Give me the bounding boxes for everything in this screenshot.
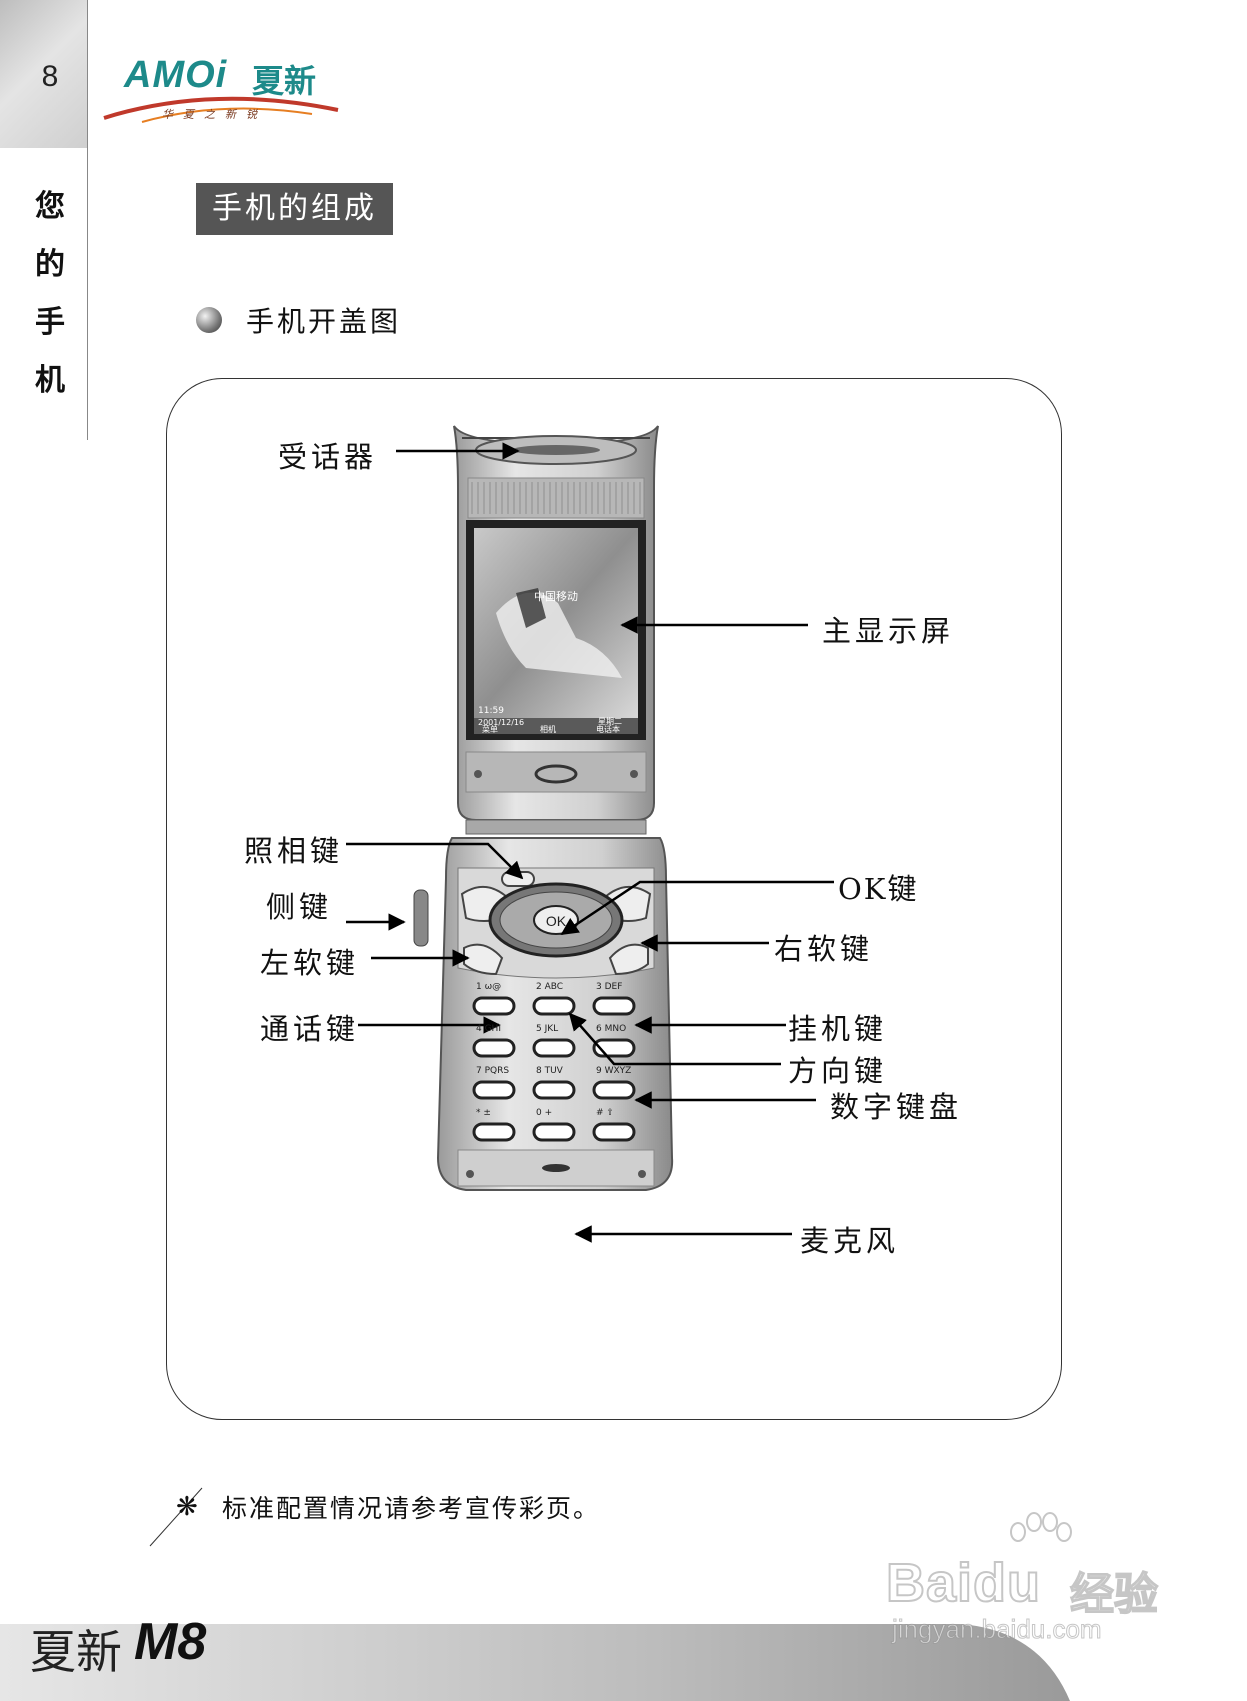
side-tab-char: 机 bbox=[35, 363, 65, 398]
side-tab-char: 的 bbox=[35, 247, 65, 282]
key-label: 3 DEF bbox=[596, 982, 623, 992]
baidu-watermark: Baidu 经验 jingyan.baidu.com bbox=[880, 1512, 1180, 1645]
key-label: 8 TUV bbox=[536, 1066, 563, 1076]
label-receiver: 受话器 bbox=[278, 440, 378, 474]
phone-illustration: OK bbox=[346, 425, 834, 1243]
screen-softkey-right: 电话本 bbox=[596, 725, 620, 734]
label-side-key: 侧键 bbox=[266, 890, 333, 924]
key-label: 2 ABC bbox=[536, 982, 564, 992]
screen-carrier: 中国移动 bbox=[534, 590, 578, 603]
key-label: 7 PQRS bbox=[476, 1066, 510, 1076]
earpiece-slot bbox=[512, 445, 600, 455]
label-main-display: 主显示屏 bbox=[822, 614, 955, 648]
page-number-box bbox=[0, 0, 88, 148]
section-title: 手机的组成 bbox=[196, 183, 393, 235]
footer-model: M8 bbox=[134, 1613, 207, 1671]
label-ok-key: OK键 bbox=[838, 872, 919, 906]
bullet-icon bbox=[196, 307, 222, 333]
brand-emblem bbox=[534, 764, 578, 784]
footnote-text: 标准配置情况请参考宣传彩页。 bbox=[222, 1494, 601, 1523]
label-call-key: 通话键 bbox=[260, 1012, 360, 1046]
key-label: 1 ω@ bbox=[476, 982, 502, 992]
logo-brand: AMOi bbox=[124, 54, 228, 96]
screen-weekday: 星期二 bbox=[598, 717, 622, 726]
amoi-logo: AMOi 夏新 华夏之新锐 bbox=[102, 52, 342, 132]
phone-body: OK bbox=[413, 837, 674, 1191]
screen-date: 2001/12/16 bbox=[478, 718, 525, 727]
phone-diagram: OK 受 bbox=[166, 378, 1062, 1420]
microphone-hole bbox=[542, 1164, 570, 1172]
logo-swoosh bbox=[103, 96, 339, 123]
footer-band bbox=[0, 1624, 1070, 1701]
phone-flip bbox=[453, 425, 659, 821]
logo-slogan: 华夏之新锐 bbox=[162, 108, 267, 121]
watermark-url: jingyan.baidu.com bbox=[892, 1614, 1103, 1645]
label-left-soft-key: 左软键 bbox=[260, 946, 360, 980]
key-label: 5 JKL bbox=[536, 1024, 559, 1034]
end-key-shape bbox=[608, 943, 649, 976]
key-label: 9 WXYZ bbox=[596, 1066, 632, 1076]
diagram-frame bbox=[166, 378, 1062, 1420]
label-camera-key: 照相键 bbox=[244, 834, 344, 868]
key-label: 6 MNO bbox=[596, 1024, 627, 1034]
asterisk-flower-icon: ❋ bbox=[176, 1492, 198, 1522]
label-right-soft-key: 右软键 bbox=[774, 932, 874, 966]
key-label: 4 GHI bbox=[476, 1024, 501, 1034]
chapter-side-tab: 您 的 手 机 bbox=[22, 178, 78, 410]
note-slash-line bbox=[149, 1487, 203, 1547]
key-label: # ⇧ bbox=[596, 1108, 614, 1118]
ok-key-label: OK bbox=[546, 913, 567, 929]
left-divider bbox=[87, 0, 88, 440]
side-tab-char: 手 bbox=[35, 305, 65, 340]
paw-icon bbox=[1010, 1512, 1072, 1542]
call-key-shape bbox=[463, 943, 504, 976]
key-label: 0 + bbox=[536, 1108, 553, 1118]
hinge bbox=[465, 819, 647, 835]
screen-softkey-middle: 相机 bbox=[540, 725, 556, 734]
callout-arrows bbox=[346, 442, 834, 1243]
label-keypad: 数字键盘 bbox=[830, 1090, 963, 1124]
label-microphone: 麦克风 bbox=[800, 1224, 900, 1258]
label-direction-key: 方向键 bbox=[788, 1054, 888, 1088]
label-end-key: 挂机键 bbox=[788, 1012, 888, 1046]
subsection-title: 手机开盖图 bbox=[246, 305, 402, 338]
page-number: 8 bbox=[41, 60, 59, 93]
watermark-brand: Baidu bbox=[885, 1552, 1042, 1614]
watermark-brand-cn: 经验 bbox=[1069, 1568, 1159, 1621]
side-tab-char: 您 bbox=[35, 189, 65, 224]
screen-time: 11:59 bbox=[478, 706, 504, 716]
side-key bbox=[413, 889, 429, 947]
footer-brand: 夏新 bbox=[30, 1625, 122, 1679]
key-label: * ± bbox=[476, 1108, 491, 1118]
logo-brand-cn: 夏新 bbox=[252, 62, 317, 100]
screen-softkey-left: 菜单 bbox=[482, 725, 498, 734]
